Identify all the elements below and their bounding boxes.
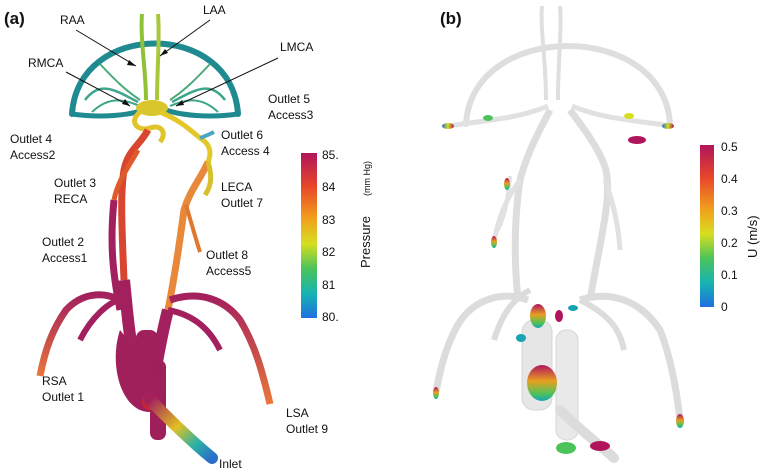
pressure-tick-1: 84 (322, 180, 336, 194)
label-leca: LECA (221, 180, 252, 194)
velocity-tick-5: 0 (721, 300, 728, 314)
label-outlet7: Outlet 7 (221, 196, 263, 210)
arrow-laa (159, 19, 211, 57)
label-outlet3: Outlet 3 (54, 176, 96, 190)
label-outlet9: Outlet 9 (286, 422, 328, 436)
label-reca: RECA (54, 192, 87, 206)
velocity-tick-2: 0.3 (721, 204, 738, 218)
arrow-rmca (65, 71, 131, 107)
velocity-title: U (m/s) (745, 215, 760, 258)
panel-label-b: (b) (440, 9, 462, 28)
label-outlet4: Outlet 4 (10, 132, 52, 146)
velocity-tick-1: 0.4 (721, 172, 738, 186)
colorbar-pressure: 85. 84 83 82 81 80. Pressure (mm Hg) (301, 148, 373, 324)
panel-label-a: (a) (4, 9, 25, 28)
velocity-tick-4: 0.1 (721, 268, 738, 282)
pressure-tick-4: 81 (322, 278, 336, 292)
vessel-tree-pressure (36, 13, 274, 464)
colorbar-velocity: 0.5 0.4 0.3 0.2 0.1 0 U (m/s) (700, 140, 760, 314)
label-inlet: Inlet (219, 457, 242, 471)
label-rmca: RMCA (28, 56, 63, 70)
label-outlet5: Outlet 5 (268, 92, 310, 106)
label-access1: Access1 (42, 251, 88, 265)
colorbar-pressure-gradient (301, 153, 317, 318)
velocity-spots (433, 113, 684, 454)
velocity-tick-0: 0.5 (721, 140, 738, 154)
label-raa: RAA (60, 13, 85, 27)
label-outlet2: Outlet 2 (42, 235, 84, 249)
vessel-tree-velocity (432, 5, 684, 463)
velocity-tick-3: 0.2 (721, 236, 738, 250)
arrow-raa (75, 29, 137, 67)
pressure-tick-0: 85. (322, 148, 339, 162)
label-lmca: LMCA (280, 40, 313, 54)
colorbar-velocity-gradient (700, 145, 714, 307)
pressure-unit: (mm Hg) (362, 161, 372, 196)
label-outlet1: Outlet 1 (42, 390, 84, 404)
arch-vessel (69, 40, 241, 117)
label-rsa: RSA (42, 374, 67, 388)
pressure-tick-5: 80. (322, 310, 339, 324)
label-laa: LAA (203, 3, 226, 17)
label-access2: Access2 (10, 148, 56, 162)
label-outlet8: Outlet 8 (206, 248, 248, 262)
label-outlet6: Outlet 6 (221, 128, 263, 142)
pressure-tick-2: 83 (322, 213, 336, 227)
label-access5: Access5 (206, 264, 252, 278)
label-access4: Access 4 (221, 144, 270, 158)
pressure-title: Pressure (358, 216, 373, 268)
arrow-lmca (175, 57, 279, 107)
label-access3: Access3 (268, 108, 314, 122)
pressure-tick-3: 82 (322, 245, 336, 259)
label-lsa: LSA (286, 406, 309, 420)
